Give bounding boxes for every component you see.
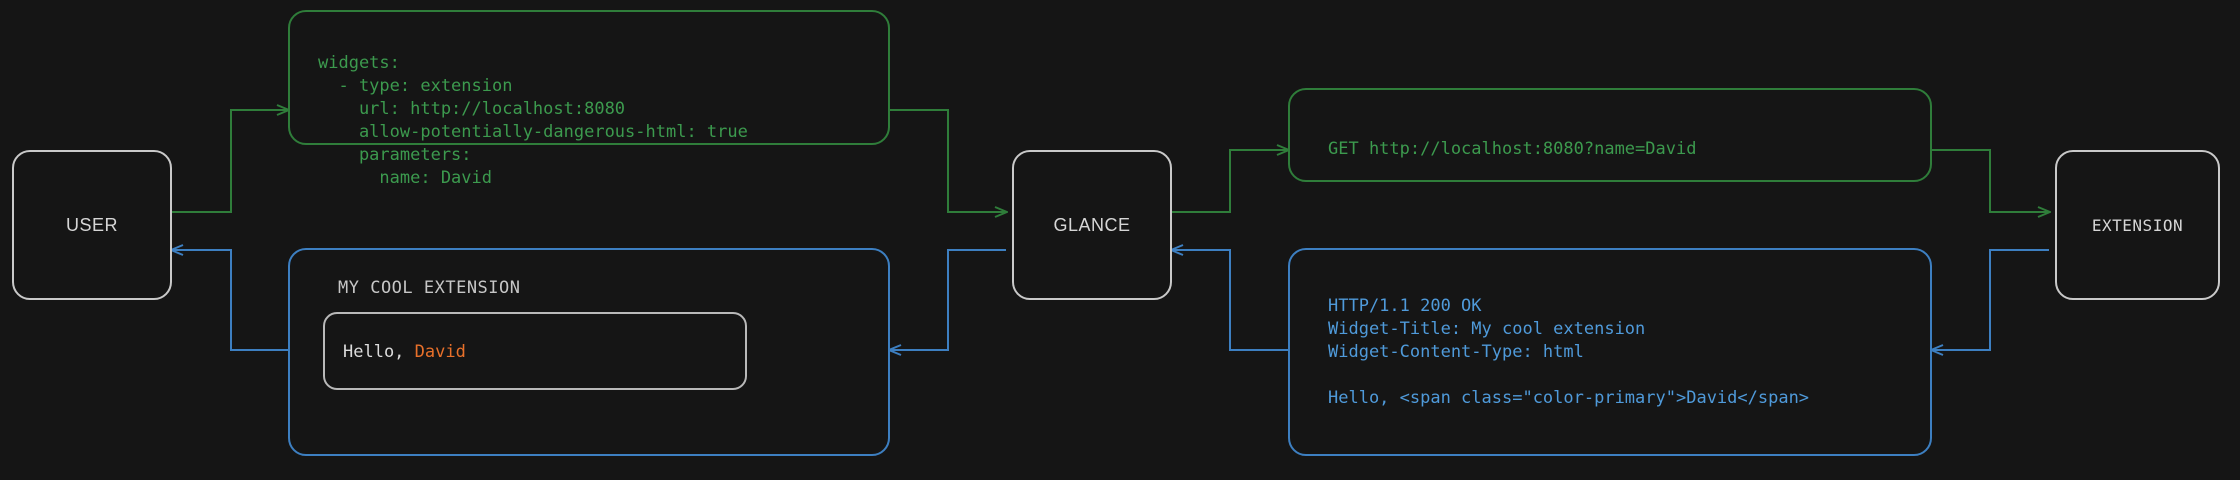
node-extension[interactable]: EXTENSION [2055,150,2220,300]
panel-config: widgets: - type: extension url: http://l… [288,10,890,188]
rendered-widget-title: MY COOL EXTENSION [338,278,521,298]
node-glance-label: GLANCE [1053,214,1131,235]
panel-rendered-widget: MY COOL EXTENSION Hello, David [288,248,890,456]
connector-response-to-glance [1172,250,1288,351]
http-response-text: HTTP/1.1 200 OK Widget-Title: My cool ex… [1328,296,1810,408]
panel-request: GET http://localhost:8080?name=David [1288,88,1932,182]
node-glance[interactable]: GLANCE [1012,150,1172,300]
node-extension-label: EXTENSION [2091,215,2184,235]
connector-extension-to-response [1932,249,2049,350]
rendered-widget-name: David [414,342,466,362]
rendered-widget-card: Hello, David [323,312,747,390]
http-request-text: GET http://localhost:8080?name=David [1328,139,1697,159]
config-yaml-text: widgets: - type: extension url: http://l… [318,53,748,188]
rendered-widget-greeting: Hello, [343,342,415,362]
node-user-label: USER [65,214,118,235]
connector-glance-to-rendered-widget [890,249,1006,350]
connector-request-to-extension [1932,149,2049,212]
connector-config-to-glance [890,109,1006,212]
connector-user-to-config [172,110,288,213]
connector-glance-to-request [1172,150,1288,213]
panel-response: HTTP/1.1 200 OK Widget-Title: My cool ex… [1288,248,1932,456]
rendered-widget-body: Hello, David [343,342,466,362]
node-user[interactable]: USER [12,150,172,300]
connector-rendered-widget-to-user [172,250,288,351]
